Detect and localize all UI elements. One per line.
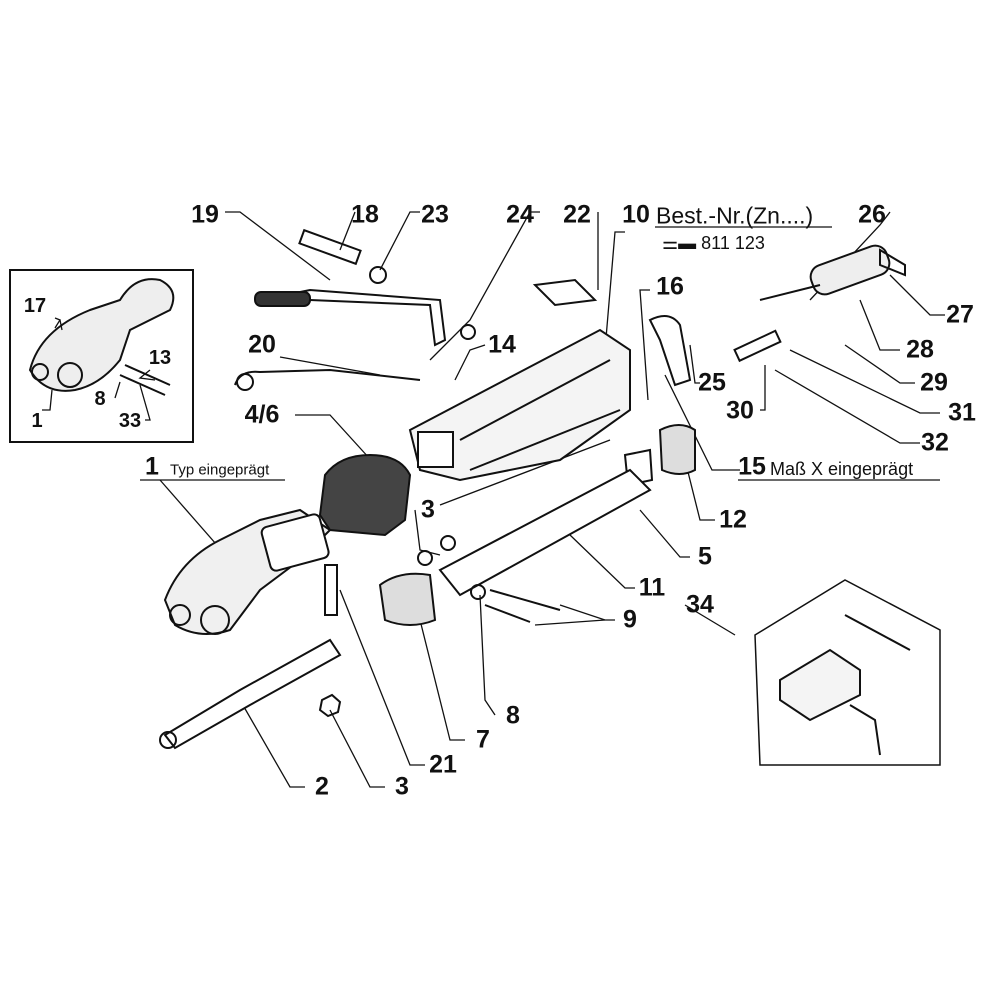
part-label-16: 16 xyxy=(656,272,684,301)
order-number-value: 811 123 xyxy=(701,233,765,253)
drawbar-housing-10 xyxy=(408,328,631,482)
part-label-10: 10 xyxy=(622,200,650,229)
dimension-stamped-note: Maß X eingeprägt xyxy=(770,459,914,479)
type-stamped-note: Typ eingeprägt xyxy=(170,461,270,479)
damper-26-28 xyxy=(759,244,906,301)
nut-3-upper-b xyxy=(440,535,456,551)
inset-label-17: 17 xyxy=(23,295,47,317)
link-31 xyxy=(733,329,782,363)
washer-23 xyxy=(369,266,387,284)
part-label-15: 15 xyxy=(738,452,766,481)
part-label-25: 25 xyxy=(698,368,726,397)
bolt-21 xyxy=(324,564,338,616)
part-label-5: 5 xyxy=(698,542,712,571)
bolt-18 xyxy=(298,228,362,266)
part-label-9: 9 xyxy=(623,605,637,634)
part-label-28: 28 xyxy=(906,335,934,364)
part-label-14: 14 xyxy=(488,330,516,359)
leader-lines xyxy=(42,211,945,788)
bolts-9 xyxy=(484,589,561,623)
jockey-wheel-bracket-34 xyxy=(754,579,941,766)
part-label-3-lower: 3 xyxy=(395,772,409,801)
tube-11 xyxy=(438,468,652,597)
part-label-29: 29 xyxy=(920,368,948,397)
washer-24 xyxy=(460,324,476,340)
part-label-18: 18 xyxy=(351,200,379,229)
part-label-30: 30 xyxy=(726,396,754,425)
part-label-4-6: 4/6 xyxy=(244,400,280,429)
nut-3-upper-a xyxy=(417,550,433,566)
inset-label-13: 13 xyxy=(148,347,172,369)
order-arrow-icon: ⚌▬ xyxy=(662,233,697,253)
part-label-23: 23 xyxy=(421,200,449,229)
part-label-2: 2 xyxy=(315,772,329,801)
bellows-4-6 xyxy=(318,453,412,537)
part-label-11: 11 xyxy=(638,573,666,602)
part-label-26: 26 xyxy=(858,200,886,229)
lever-16 xyxy=(648,315,692,387)
handle-19 xyxy=(254,288,447,347)
sleeve-8 xyxy=(470,584,486,600)
nut-3 xyxy=(318,693,342,718)
inset-coupling-head xyxy=(28,278,175,396)
inset-label-1: 1 xyxy=(31,410,43,432)
inset-label-8: 8 xyxy=(94,388,106,410)
coupling-head-1 xyxy=(163,508,332,635)
order-number: ⚌▬ 811 123 xyxy=(662,234,765,252)
inset-label-33: 33 xyxy=(118,410,142,432)
part-label-21: 21 xyxy=(429,750,457,779)
part-label-8: 8 xyxy=(506,701,520,730)
part-label-27: 27 xyxy=(946,300,974,329)
part-label-7: 7 xyxy=(476,725,490,754)
part-label-31: 31 xyxy=(948,398,976,427)
part-label-32: 32 xyxy=(921,428,949,457)
part-label-24: 24 xyxy=(506,200,534,229)
order-no-note: Best.-Nr.(Zn....) xyxy=(656,202,814,229)
bushing-12 xyxy=(658,424,696,475)
part-label-34: 34 xyxy=(686,590,714,619)
inset-frame xyxy=(9,269,194,443)
part-label-19: 19 xyxy=(191,200,219,229)
part-label-12: 12 xyxy=(719,505,747,534)
part-label-20: 20 xyxy=(248,330,276,359)
plate-22 xyxy=(532,278,598,307)
shock-absorber-2 xyxy=(159,638,342,750)
part-label-3-upper: 3 xyxy=(421,495,435,524)
cable-20 xyxy=(234,368,421,391)
part-label-22: 22 xyxy=(563,200,591,229)
part-label-1: 1 xyxy=(145,452,159,481)
bushing-7 xyxy=(378,572,437,626)
